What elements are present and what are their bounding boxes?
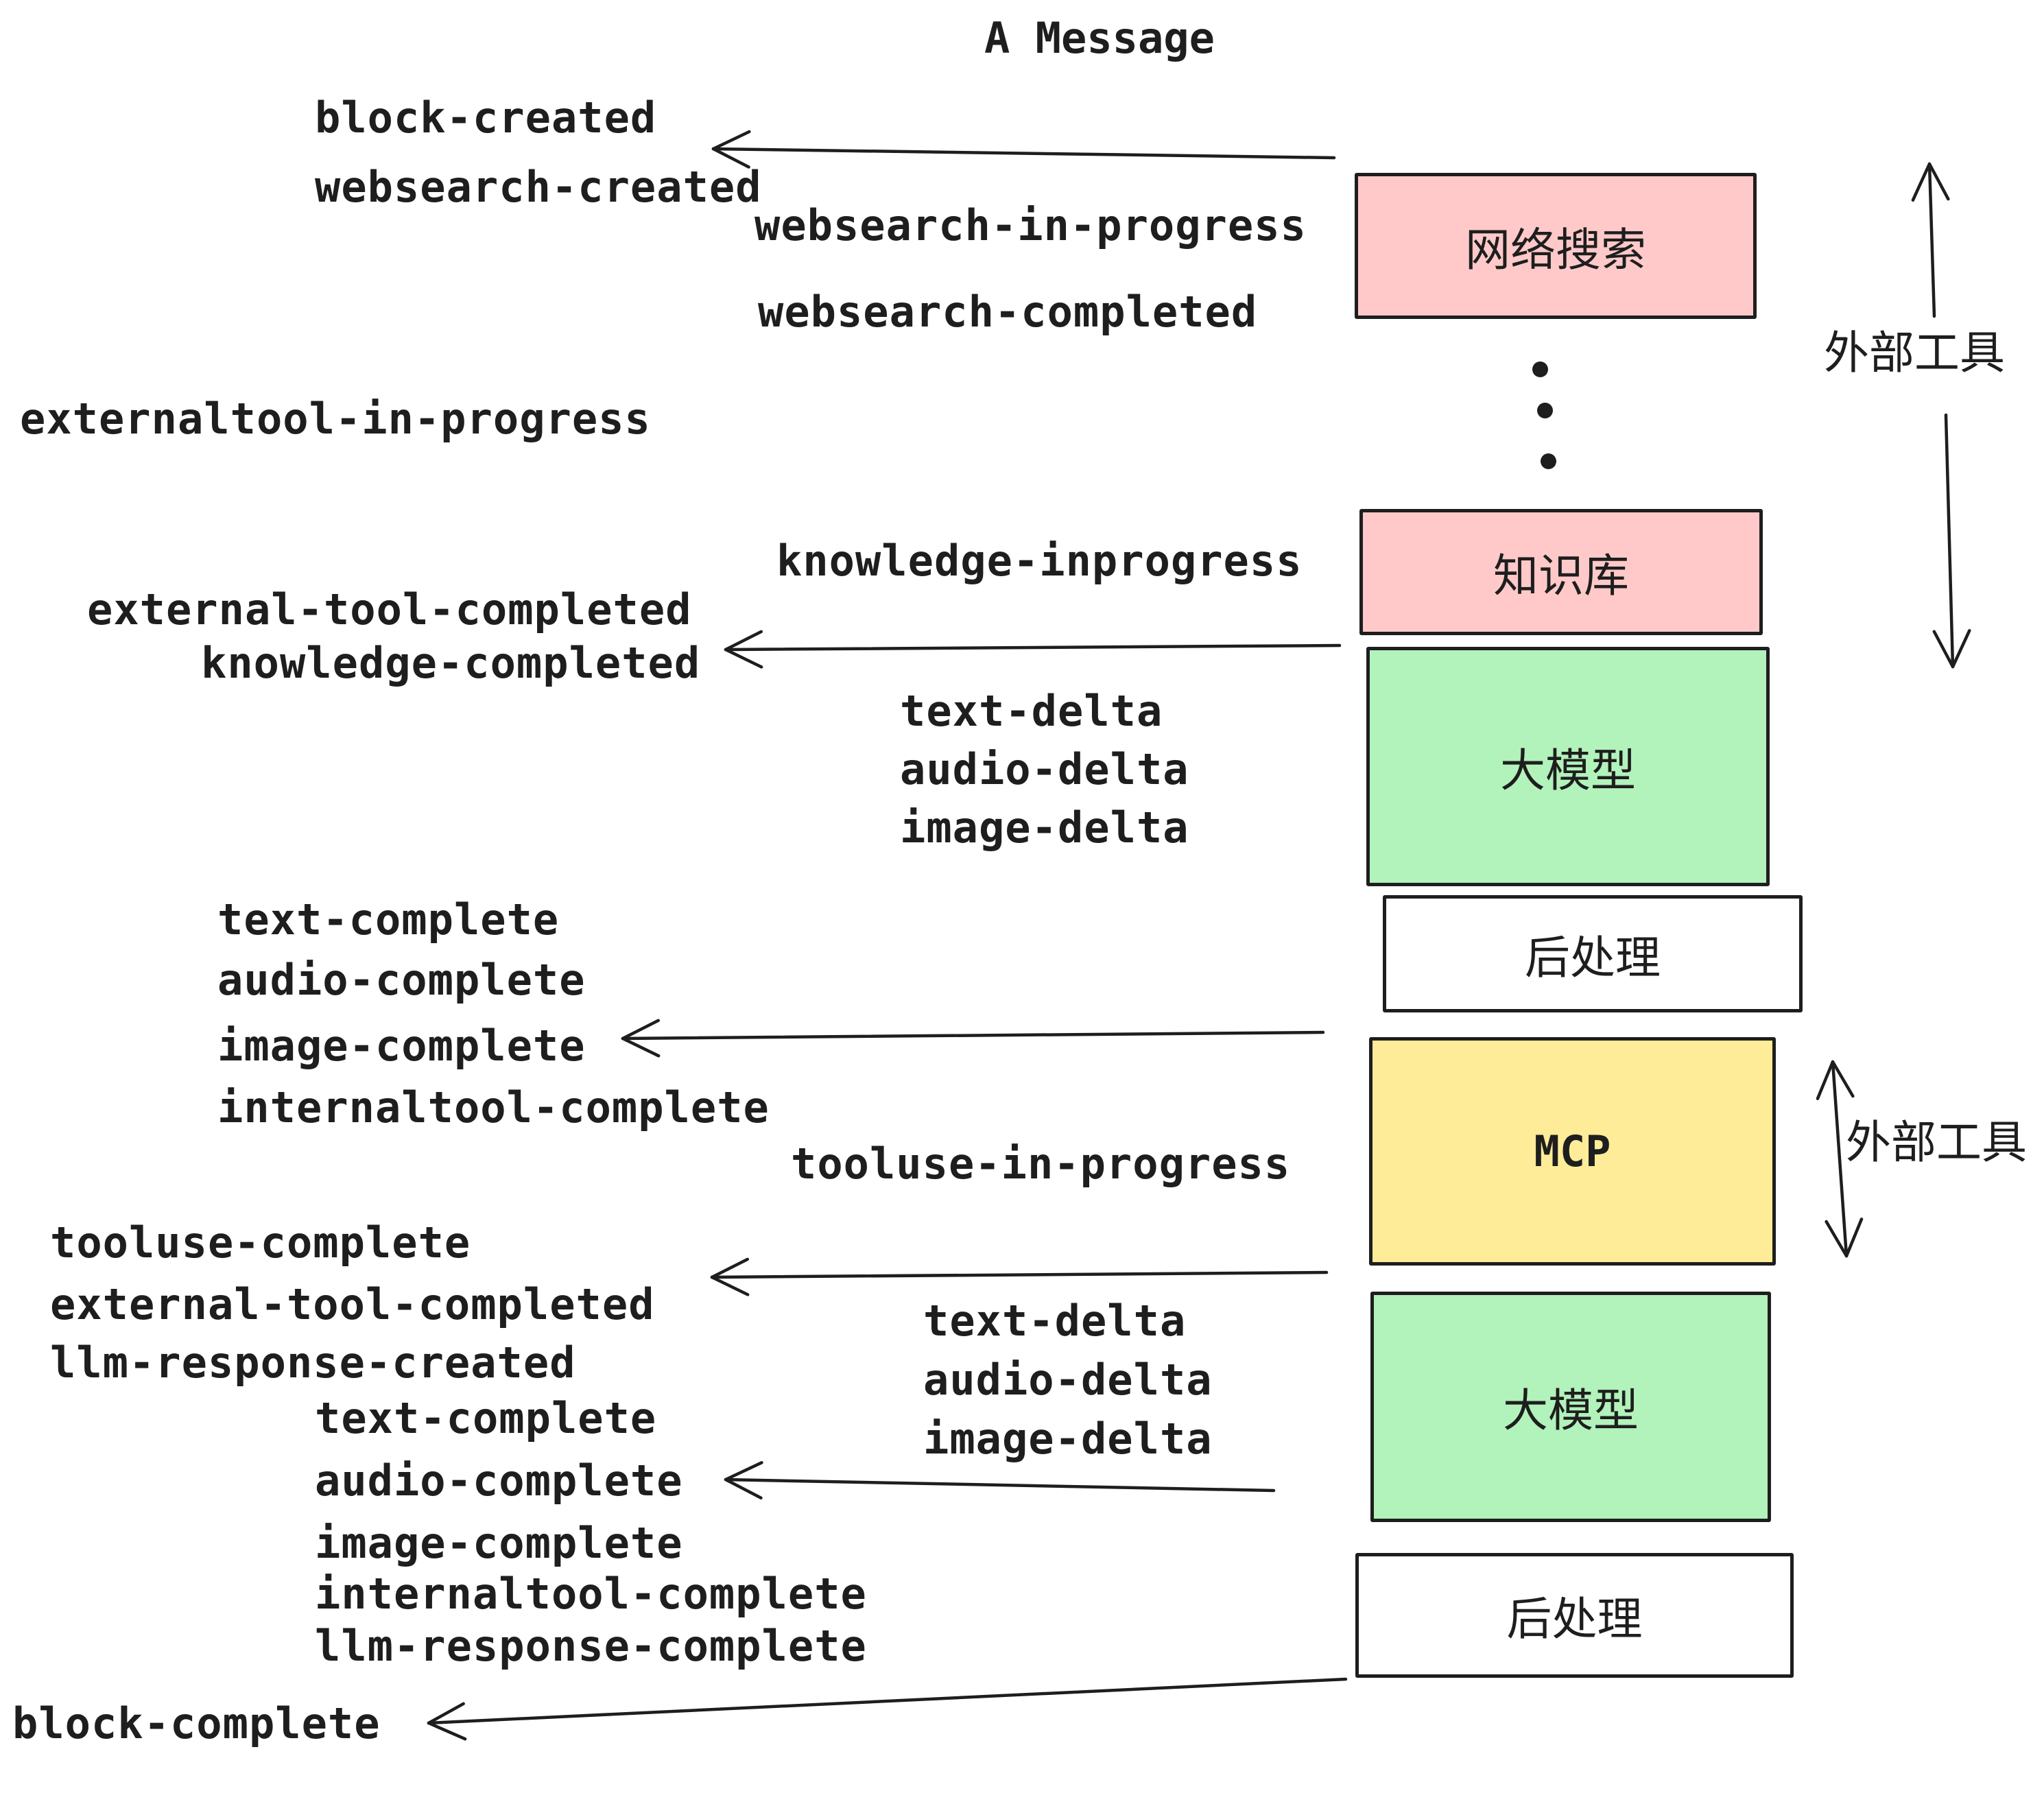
- box-llm-1-label: 大模型: [1500, 744, 1636, 797]
- box-knowledge-label: 知识库: [1493, 549, 1629, 602]
- ellipsis-dot: [1541, 453, 1556, 469]
- arrow-external-tools-up-1: [1911, 162, 1950, 318]
- event-label-internaltool-complete-2: internaltool-complete: [315, 1569, 867, 1619]
- event-label-external-tool-completed-2: external-tool-completed: [50, 1279, 655, 1329]
- event-label-image-delta-2: image-delta: [923, 1414, 1213, 1464]
- arrow-to-tooluse-complete: [710, 1257, 1329, 1296]
- event-label-block-complete: block-complete: [12, 1698, 381, 1748]
- event-label-audio-delta-1: audio-delta: [900, 744, 1189, 794]
- arrow-to-block-created: [711, 130, 1336, 169]
- box-llm-2-label: 大模型: [1503, 1384, 1639, 1437]
- box-websearch: 网络搜索: [1355, 173, 1757, 319]
- event-label-knowledge-completed: knowledge-completed: [201, 638, 701, 688]
- event-label-text-delta-2: text-delta: [923, 1296, 1187, 1346]
- event-label-audio-delta-2: audio-delta: [923, 1355, 1213, 1405]
- event-label-image-complete-2: image-complete: [315, 1518, 683, 1568]
- arrow-to-audio-complete: [724, 1461, 1276, 1500]
- event-label-tooluse-complete: tooluse-complete: [50, 1218, 471, 1268]
- event-label-websearch-created: websearch-created: [315, 162, 762, 212]
- side-label-external-tools-2: 外部工具: [1846, 1116, 2027, 1169]
- event-label-text-delta-1: text-delta: [900, 686, 1163, 736]
- event-label-text-complete-1: text-complete: [217, 894, 560, 945]
- side-label-external-tools-1: 外部工具: [1824, 327, 2005, 379]
- event-label-llm-response-complete: llm-response-complete: [315, 1621, 867, 1671]
- event-label-text-complete-2: text-complete: [315, 1393, 657, 1443]
- arrow-to-knowledge-completed: [724, 630, 1342, 669]
- ellipsis-dot: [1532, 361, 1548, 377]
- event-label-tooluse-in-progress: tooluse-in-progress: [791, 1139, 1291, 1189]
- event-label-image-complete-1: image-complete: [217, 1021, 586, 1071]
- box-llm-2: 大模型: [1370, 1292, 1771, 1522]
- page-title: A Message: [984, 13, 1215, 63]
- box-postprocess-1-label: 后处理: [1525, 931, 1661, 984]
- event-label-block-created: block-created: [315, 93, 657, 143]
- box-postprocess-1: 后处理: [1383, 895, 1803, 1012]
- arrow-to-image-complete: [621, 1019, 1325, 1058]
- ellipsis-dot: [1537, 403, 1553, 418]
- box-websearch-label: 网络搜索: [1465, 223, 1646, 276]
- event-label-image-delta-1: image-delta: [900, 803, 1189, 853]
- arrow-external-tools-down-1: [1932, 413, 1971, 669]
- box-mcp: MCP: [1369, 1037, 1776, 1266]
- event-label-llm-response-created: llm-response-created: [50, 1338, 576, 1388]
- event-label-audio-complete-1: audio-complete: [217, 955, 586, 1005]
- box-llm-1: 大模型: [1366, 647, 1770, 886]
- event-label-internaltool-complete-1: internaltool-complete: [217, 1082, 770, 1132]
- event-label-audio-complete-2: audio-complete: [315, 1456, 683, 1506]
- arrow-to-block-complete: [427, 1677, 1348, 1741]
- box-mcp-label: MCP: [1534, 1126, 1611, 1176]
- event-label-knowledge-inprogress: knowledge-inprogress: [776, 536, 1303, 586]
- box-postprocess-2-label: 后处理: [1506, 1593, 1643, 1646]
- event-label-external-tool-completed-1: external-tool-completed: [87, 584, 692, 634]
- box-postprocess-2: 后处理: [1355, 1553, 1794, 1678]
- event-label-externaltool-in-progress: externaltool-in-progress: [20, 394, 651, 444]
- box-knowledge: 知识库: [1359, 509, 1763, 635]
- event-label-websearch-in-progress: websearch-in-progress: [754, 200, 1307, 250]
- event-label-websearch-completed: websearch-completed: [758, 287, 1258, 337]
